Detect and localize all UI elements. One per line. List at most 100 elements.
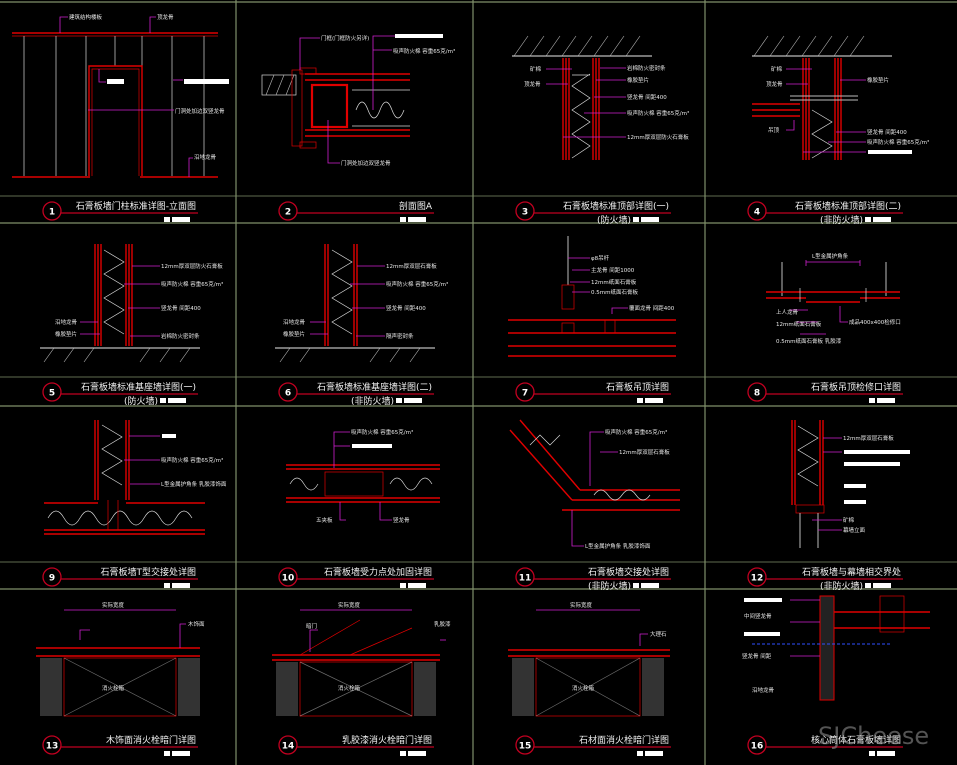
detail-subtitle: (非防火墙) [588, 580, 631, 592]
label: 竖龙骨 间距400 [867, 128, 907, 136]
label: 实际宽度 [338, 601, 361, 609]
detail-subtitle: (非防火墙) [351, 395, 394, 407]
detail-title: 石膏板墙交接处详图 [588, 566, 669, 578]
detail-title-block-6: 6 石膏板墙标准基座墙详图(二) (非防火墙) [278, 381, 434, 407]
detail-15-drawing: 实际宽度 大理石 消火栓箱 [508, 601, 670, 717]
label: 顶龙骨 [157, 13, 174, 21]
label: 竖龙骨 间距400 [161, 304, 201, 312]
scale-bar [168, 398, 186, 403]
detail-7-drawing: φ8吊杆 主龙骨 间距1000 12mm纸面石膏板 0.5mm纸面石膏板 覆面龙… [508, 236, 676, 357]
detail-9-drawing: 吸声防火棉 容重65克/m³ L型金属护角条 乳胶漆饰面 [44, 420, 227, 535]
scale-bar [408, 751, 426, 756]
detail-10-drawing: 吸声防火棉 容重65克/m³ 五夹板 竖龙骨 [286, 428, 440, 524]
label: 吸声防火棉 容重65克/m³ [161, 280, 223, 288]
label: 木饰面 [188, 620, 205, 628]
scale-bar [637, 398, 643, 403]
label: 矿棉 [843, 516, 855, 524]
scale-bar [408, 583, 426, 588]
label: 消火栓箱 [102, 684, 125, 692]
detail-title: 石材面消火栓暗门详图 [579, 734, 669, 746]
detail-title: 剖面图A [399, 200, 433, 212]
scale-bar [400, 583, 406, 588]
label: 吸声防火棉 容重65克/m³ [393, 47, 455, 55]
label: 隔声密封条 [386, 332, 414, 340]
detail-subtitle: (非防火墙) [820, 580, 863, 592]
label: 幕墙立面 [843, 526, 866, 534]
detail-title: 石膏板吊顶详图 [606, 381, 669, 393]
detail-number: 2 [285, 208, 291, 218]
scale-bar [408, 217, 426, 222]
label: 暗门 [306, 622, 317, 630]
detail-12-drawing: 12mm厚双层石膏板 矿棉 幕墙立面 [791, 420, 910, 548]
detail-number: 9 [49, 574, 55, 584]
label: 竖龙骨 间距 [742, 652, 772, 660]
label: 消火栓箱 [572, 684, 595, 692]
detail-number-circle [747, 201, 767, 221]
detail-number: 13 [46, 742, 59, 752]
label: 实际宽度 [570, 601, 593, 609]
label: 竖龙骨 间距400 [627, 93, 667, 101]
detail-title: 核心筒体石膏板墙详图 [811, 734, 901, 746]
scale-bar [873, 217, 891, 222]
label: 门框(门框防火另详) [321, 34, 369, 42]
detail-title: 木饰面消火栓暗门详图 [106, 734, 196, 746]
detail-title-block-13: 13 木饰面消火栓暗门详图 [42, 734, 198, 756]
detail-title: 石膏板墙标准基座墙详图(一) [81, 381, 196, 393]
label: 沿地龙骨 [194, 153, 217, 161]
scale-bar [400, 217, 406, 222]
detail-number-circle [515, 201, 535, 221]
scale-bar [873, 583, 891, 588]
label: 门洞处加边双竖龙骨 [175, 107, 225, 115]
detail-titles: 1石膏板墙门柱标准详图-立面图2剖面图A3石膏板墙标准顶部详图(一)(防火墙)4… [42, 200, 903, 756]
detail-number: 6 [285, 389, 291, 399]
detail-number-circle [515, 382, 535, 402]
label: 橡胶垫片 [867, 76, 889, 84]
watermark: SJCheese [818, 722, 929, 750]
label: 乳胶漆 [434, 620, 451, 628]
detail-subtitle: (防火墙) [124, 395, 158, 407]
detail-number: 11 [519, 574, 532, 584]
label: 大理石 [650, 630, 667, 638]
scale-bar [641, 217, 659, 222]
scale-bar [172, 217, 190, 222]
label: 覆面龙骨 间距400 [629, 304, 675, 312]
detail-number-circle [747, 735, 767, 755]
detail-title: 石膏板墙标准基座墙详图(二) [317, 381, 432, 393]
detail-number: 12 [751, 574, 764, 584]
detail-number: 8 [754, 389, 760, 399]
detail-1-drawing: 建筑结构楼板 顶龙骨 门洞处加边双竖龙骨 沿地龙骨 [12, 13, 229, 178]
detail-number-circle [278, 201, 298, 221]
detail-number-circle [42, 382, 62, 402]
label: L型金属护角条 [812, 252, 849, 260]
label: 12mm纸面石膏板 [591, 278, 637, 286]
label: 竖龙骨 [393, 516, 410, 524]
detail-number: 15 [519, 742, 532, 752]
scale-bar [637, 751, 643, 756]
scale-bar [633, 217, 639, 222]
detail-number-circle [42, 201, 62, 221]
label: 12mm厚双层石膏板 [619, 448, 670, 456]
label: L型金属护角条 乳胶漆饰面 [585, 542, 651, 550]
detail-5-drawing: 12mm厚双层防火石膏板 吸声防火棉 容重65克/m³ 竖龙骨 间距400 沿地… [40, 244, 223, 363]
label: 吸声防火棉 容重65克/m³ [161, 456, 223, 464]
detail-subtitle: (非防火墙) [820, 214, 863, 226]
scale-bar [645, 398, 663, 403]
scale-bar [869, 398, 875, 403]
detail-3-drawing: 矿棉 顶龙骨 岩棉防火密封条 橡胶垫片 竖龙骨 间距400 吸声防火棉 容重65… [512, 35, 689, 160]
label: 0.5mm纸面石膏板 乳胶漆 [776, 337, 842, 345]
label: 吊顶 [768, 127, 780, 134]
detail-title: 乳胶漆消火栓暗门详图 [342, 734, 432, 746]
scale-bar [160, 398, 166, 403]
label: 成品400x400检修口 [849, 318, 901, 326]
label: 12mm厚双层防火石膏板 [161, 262, 223, 270]
label: 橡胶垫片 [55, 330, 77, 338]
